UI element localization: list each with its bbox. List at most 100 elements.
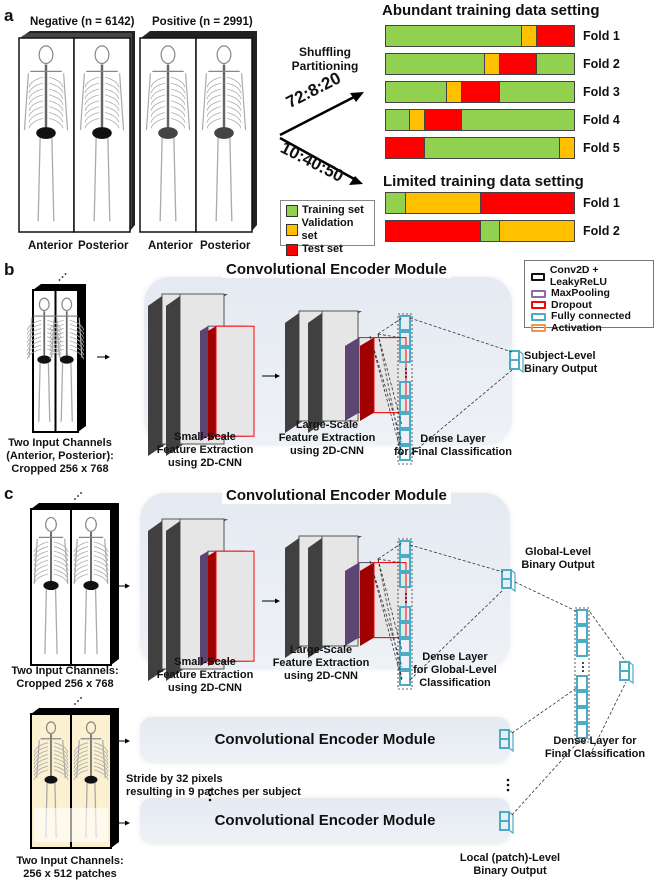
limited-fold-bar <box>385 220 575 242</box>
segment-val <box>521 26 537 46</box>
test-swatch <box>286 243 298 256</box>
connection-line <box>409 544 504 573</box>
fc-neuron <box>399 622 411 638</box>
arrow-icon <box>125 820 130 826</box>
arrow-icon <box>125 583 130 589</box>
skeleton-image <box>23 45 69 222</box>
skeleton-image <box>73 516 109 655</box>
fc-neuron <box>399 556 411 572</box>
fc-neuron <box>399 429 411 445</box>
view-label: Posterior <box>78 240 129 252</box>
skeleton-image <box>26 297 62 422</box>
segment-train <box>498 82 574 102</box>
dense-final-label: Dense Layer for Final Classification <box>544 735 646 760</box>
limited-title: Limited training data setting <box>383 173 584 190</box>
input-caption-b: Two Input Channels (Anterior, Posterior)… <box>6 437 114 475</box>
fc-neuron <box>399 670 411 686</box>
shuffle-text: Shuffling <box>299 45 351 59</box>
fc-neuron <box>399 540 411 556</box>
segment-val <box>446 82 462 102</box>
segment-test <box>386 221 480 241</box>
view-label: Anterior <box>148 240 193 252</box>
fc-neuron <box>399 445 411 461</box>
ellipsis-icon <box>506 783 510 787</box>
connection-line <box>377 333 403 455</box>
global-output-label: Global-Level Binary Output <box>521 546 595 571</box>
abundant-fold-bar <box>385 53 575 75</box>
fc-neuron <box>399 397 411 413</box>
fully-connected-column <box>574 607 590 743</box>
connection-line <box>377 333 403 339</box>
abundant-fold-bar <box>385 109 575 131</box>
arrow-icon <box>275 598 280 604</box>
segment-train <box>386 193 405 213</box>
segment-train <box>536 54 574 74</box>
patch-module-title-1: Convolutional Encoder Module <box>214 731 436 748</box>
ellipsis-icon <box>506 778 510 782</box>
abundant-fold-bar <box>385 81 575 103</box>
shuffle-partition-text: Shuffling Partitioning <box>285 45 365 73</box>
large-scale-label-b: Large-Scale Feature Extraction using 2D-… <box>278 419 376 457</box>
maxpool-icon <box>531 289 546 298</box>
conv2d-block <box>308 310 362 433</box>
segment-val <box>558 138 574 158</box>
skeleton-image <box>201 45 247 222</box>
local-output-label: Local (patch)-Level Binary Output <box>459 852 561 877</box>
patch-encoder-module-1 <box>140 717 510 763</box>
dropout-icon <box>531 301 546 310</box>
segment-train <box>461 110 574 130</box>
layer-legend: Conv2D + LeakyReLU MaxPooling Dropout Fu… <box>524 260 654 333</box>
fc-neuron <box>399 381 411 397</box>
dense-label-b: Dense Layer for Final Classification <box>394 433 512 458</box>
segment-train <box>480 221 499 241</box>
arrow-icon <box>105 354 110 360</box>
patch-caption: Two Input Channels: 256 x 512 patches <box>16 855 124 880</box>
activation-icon <box>531 324 546 333</box>
split-arrows <box>279 92 364 185</box>
fc-neuron <box>576 723 588 739</box>
ellipsis-icon <box>208 788 212 792</box>
legend-dropout: Dropout <box>531 299 647 312</box>
connection-line <box>369 335 403 457</box>
connection-line <box>511 739 581 816</box>
patch-encoder-module-2 <box>140 798 510 844</box>
segment-val <box>408 110 424 130</box>
segment-test <box>498 54 537 74</box>
dropout-layer <box>208 325 255 441</box>
arrow-icon <box>275 373 280 379</box>
dense-global-label: Dense Layer for Global-Level Classificat… <box>413 651 497 689</box>
limited-fold-bar <box>385 192 575 214</box>
skeleton-image <box>79 45 125 222</box>
input-channels <box>30 492 119 666</box>
abundant-fold-label: Fold 4 <box>583 113 620 127</box>
module-title-b: Convolutional Encoder Module <box>222 261 451 278</box>
connection-line <box>514 581 579 613</box>
ellipsis-icon <box>208 798 212 802</box>
legend-conv: Conv2D + LeakyReLU <box>531 264 647 288</box>
legend-maxpool: MaxPooling <box>531 287 647 300</box>
connection-line <box>589 611 627 663</box>
negative-title: Negative (n = 6142) <box>30 16 135 28</box>
connection-line <box>589 681 627 756</box>
positive-title: Positive (n = 2991) <box>152 16 253 28</box>
fc-neuron <box>399 347 411 363</box>
fc-neuron <box>399 638 411 654</box>
abundant-fold-bar <box>385 137 575 159</box>
patch-module-title-2: Convolutional Encoder Module <box>214 812 436 829</box>
panel-label-b: b <box>4 260 15 279</box>
connection-line <box>409 589 504 681</box>
fc-neuron <box>576 625 588 641</box>
fully-connected-column <box>397 538 413 690</box>
limited-fold-label: Fold 2 <box>583 224 620 238</box>
arrow-icon <box>125 738 130 744</box>
fc-neuron <box>399 654 411 670</box>
segment-train <box>386 82 447 102</box>
abundant-fold-label: Fold 3 <box>583 85 620 99</box>
segment-test <box>423 110 462 130</box>
panel-label-a: a <box>4 6 14 25</box>
legend-training: Training set <box>286 204 369 217</box>
stride-text: Stride by 32 pixels resulting in 9 patch… <box>126 773 301 798</box>
local-output-cube-1 <box>499 728 514 753</box>
